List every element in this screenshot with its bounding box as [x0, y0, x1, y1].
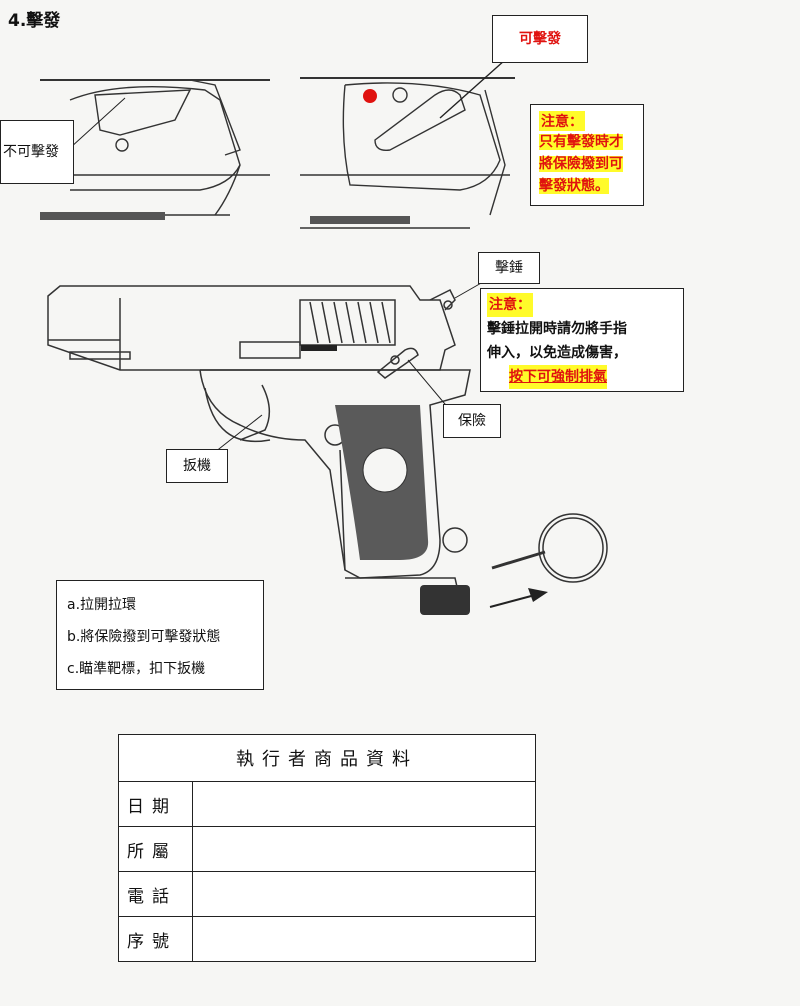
info-label-phone: 電話 — [118, 871, 193, 917]
note2-line1: 擊錘拉開時請勿將手指 — [487, 321, 627, 337]
direction-arrow — [489, 594, 536, 608]
step-item: b.將保險撥到可擊發狀態 — [67, 629, 221, 645]
hammer-label: 擊錘 — [478, 252, 540, 284]
note-fire-only: 注意： 只有擊發時才將保險撥到可擊發狀態。 — [530, 104, 644, 206]
note1-title: 注意： — [539, 111, 585, 131]
step-item: a.拉開拉環 — [67, 597, 137, 613]
step-item: c.瞄準靶標，扣下扳機 — [67, 661, 206, 677]
pull-ring-drawing — [491, 513, 608, 583]
arrow-head — [528, 588, 548, 602]
info-value-serial[interactable] — [192, 916, 536, 962]
leader-safe — [69, 97, 126, 149]
info-label-date: 日期 — [118, 781, 193, 827]
operator-info-table: 執行者商品資料 日期 所屬 電話 序號 — [118, 734, 536, 962]
note-hammer-warning: 注意： 擊錘拉開時請勿將手指 伸入，以免造成傷害， 按下可強制排氣 — [480, 288, 684, 392]
note1-body: 只有擊發時才將保險撥到可擊發狀態。 — [539, 134, 623, 194]
info-label-affiliation: 所屬 — [118, 826, 193, 872]
info-label-serial: 序號 — [118, 916, 193, 962]
safety-off-detail-drawing — [40, 79, 270, 216]
serrations-left — [40, 212, 165, 220]
section-title: 4.擊發 — [8, 11, 61, 31]
slide-stop — [301, 345, 337, 351]
fire-indicator-dot — [363, 89, 377, 103]
info-value-affiliation[interactable] — [192, 826, 536, 872]
pistol-drawing — [47, 285, 471, 601]
co2-valve — [420, 585, 470, 615]
grip-screw-hole — [362, 447, 408, 493]
steps-list: a.拉開拉環 b.將保險撥到可擊發狀態 c.瞄準靶標，扣下扳機 — [56, 580, 264, 690]
note2-line2: 伸入，以免造成傷害， — [487, 345, 627, 361]
info-value-date[interactable] — [192, 781, 536, 827]
serrations-middle — [310, 216, 410, 224]
trigger-label: 扳機 — [166, 449, 228, 483]
safety-on-detail-drawing — [300, 59, 515, 229]
leader-safety — [407, 359, 451, 411]
note2-warning: 按下可強制排氣 — [509, 365, 607, 389]
info-value-phone[interactable] — [192, 871, 536, 917]
callout-fire: 可擊發 — [492, 15, 588, 63]
info-table-title: 執行者商品資料 — [118, 734, 536, 782]
safety-label: 保險 — [443, 404, 501, 438]
note2-title: 注意： — [487, 293, 533, 317]
callout-safe: 不可擊發 — [0, 120, 74, 184]
